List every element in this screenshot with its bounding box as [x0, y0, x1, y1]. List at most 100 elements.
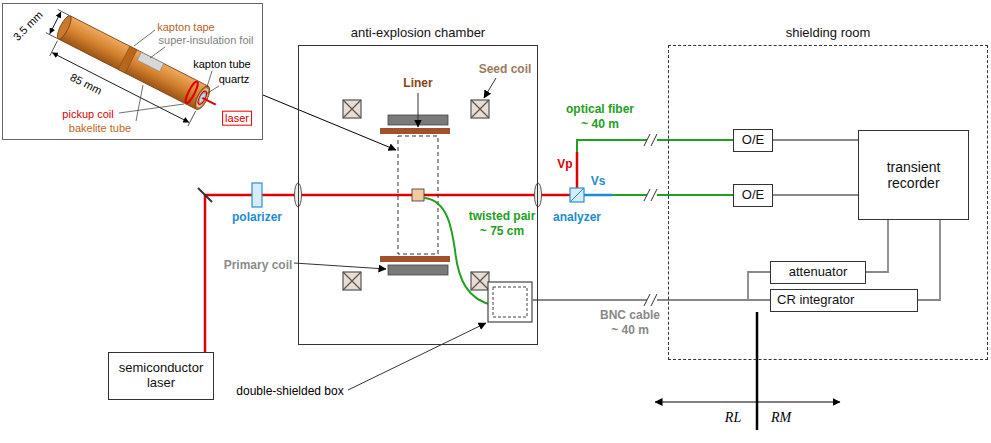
shield-box [488, 282, 532, 322]
leader-line [134, 30, 155, 46]
signal-cable [773, 139, 858, 141]
lens-symbol [535, 183, 542, 207]
part-label: kapton tape [157, 21, 215, 34]
sample-tube [37, 9, 221, 133]
region-title: shielding room [786, 25, 871, 40]
analyzer-symbol [570, 188, 584, 202]
leader-line [206, 86, 219, 94]
seed-coil [343, 272, 361, 290]
break-mark [644, 133, 657, 307]
resistance-label: RM [771, 410, 791, 426]
converter-box: O/E [733, 184, 773, 207]
part-label: laser [222, 111, 252, 126]
seed-coil [343, 100, 361, 118]
sample-tube [188, 111, 196, 126]
shielding-room: shielding roomO/Etransient recorderO/Eat… [668, 45, 988, 360]
seed-coil [471, 100, 489, 118]
sample-tube [137, 52, 163, 71]
polarizer-symbol [252, 183, 262, 207]
liner [380, 256, 450, 262]
cable-label: BNC cable [600, 309, 660, 323]
box-label: O/E [742, 188, 764, 203]
recorder-box: transient recorder [858, 130, 969, 220]
primary-coil [388, 115, 448, 275]
laser-beam [198, 152, 577, 352]
liner [380, 128, 450, 134]
inset-frame [3, 4, 263, 140]
dimension-label: 85 mm [68, 71, 104, 98]
laser-box: semiconductor laser [108, 352, 214, 400]
cable-label: twisted pair [469, 210, 536, 224]
signal-cable [918, 220, 940, 300]
laser-beam [198, 188, 212, 202]
part-label: bakelite tube [69, 122, 131, 135]
liner [380, 128, 450, 262]
signal-cable [866, 220, 888, 272]
laser-beam [204, 195, 207, 352]
polarizer-symbol [252, 183, 262, 207]
optical-fiber [612, 194, 733, 196]
seed-coil [343, 100, 489, 290]
sample-region [398, 136, 438, 254]
integrator-box: CR integrator [770, 289, 918, 312]
divider-line [655, 312, 840, 430]
leader-line [150, 47, 165, 58]
region-title: anti-explosion chamber [351, 25, 485, 40]
leader-line [119, 104, 184, 113]
optical-fiber [577, 140, 733, 195]
inset-pointer [263, 95, 396, 150]
sample-tube [52, 53, 188, 122]
length-label: ~ 40 m [581, 118, 619, 132]
length-label: ~ 75 cm [480, 225, 524, 239]
divider-line [756, 312, 759, 430]
sample-tube [46, 33, 58, 39]
converter-box: O/E [733, 129, 773, 152]
part-label: Seed coil [479, 63, 532, 77]
part-label: super-insulation foil [159, 34, 254, 47]
part-label: pickup coil [62, 108, 113, 121]
box-label: O/E [742, 133, 764, 148]
length-label: ~ 40 m [611, 324, 649, 338]
leader-line [136, 85, 143, 121]
divider-line [655, 401, 840, 402]
box-label: transient recorder [865, 159, 962, 191]
bnc-cable [748, 272, 770, 300]
leader-line [484, 78, 496, 98]
box-label: attenuator [789, 265, 848, 280]
sample-tube [50, 12, 61, 33]
analyzer-symbol [570, 188, 584, 202]
leader-line [348, 323, 486, 390]
primary-coil [388, 265, 448, 275]
resistance-label: RL [725, 410, 741, 426]
part-label: double-shielded box [236, 385, 343, 399]
leader-line [418, 93, 419, 127]
seed-coil [471, 272, 489, 290]
part-label: Liner [403, 77, 432, 91]
shield-box [493, 287, 527, 317]
seed-coil [471, 100, 489, 118]
part-label: analyzer [553, 211, 601, 225]
part-label: kapton tube [193, 58, 251, 71]
dimension-label: 3.5 mm [11, 9, 46, 44]
seed-coil [343, 272, 361, 290]
optical-fiber [584, 194, 612, 197]
bnc-cable [532, 299, 748, 301]
cable-label: optical fiber [566, 103, 634, 117]
inset-frame [3, 4, 263, 140]
part-label: polarizer [232, 211, 282, 225]
box-label: CR integrator [777, 293, 854, 308]
leader-line [294, 263, 386, 269]
sample-tube [118, 46, 137, 73]
signal-label: Vp [557, 158, 572, 172]
part-label: quartz [219, 73, 250, 86]
signal-label: Vs [591, 175, 606, 189]
laser-beam [576, 152, 579, 188]
lens-symbol [295, 183, 542, 207]
seed-coil [471, 272, 489, 290]
part-label: Primary coil [224, 259, 293, 273]
shield-box [488, 282, 532, 322]
sample-region [398, 136, 438, 254]
inset-pointer [263, 95, 396, 150]
sample-tube [202, 98, 215, 105]
